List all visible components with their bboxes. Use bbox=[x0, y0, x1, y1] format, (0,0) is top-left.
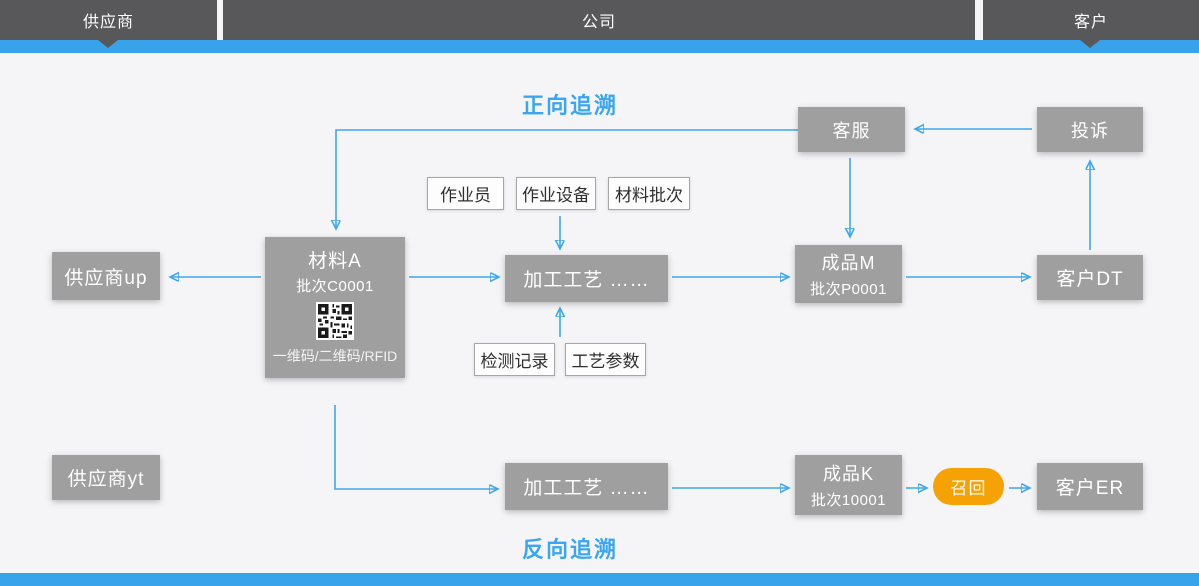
node-supplier-up-label: 供应商up bbox=[64, 267, 148, 289]
footer-accent-bar bbox=[0, 573, 1199, 586]
tag-operator-label: 作业员 bbox=[440, 186, 491, 205]
node-process-top: 加工工艺 …… bbox=[505, 255, 668, 302]
node-supplier-up: 供应商up bbox=[52, 252, 160, 300]
lane-company: 公司 bbox=[223, 0, 975, 40]
node-product-k-title: 成品K bbox=[822, 464, 874, 484]
recall-badge-label: 召回 bbox=[950, 479, 987, 498]
node-product-k-batch: 批次10001 bbox=[810, 492, 887, 509]
forward-trace-title: 正向追溯 bbox=[521, 93, 618, 118]
node-customer-er-label: 客户ER bbox=[1055, 478, 1125, 499]
node-material-a: 材料A 批次C0001 一维码/二 bbox=[265, 237, 405, 378]
arrow-material-to-process-bottom bbox=[334, 405, 498, 489]
node-material-a-code-caption: 一维码/二维码/RFID bbox=[272, 348, 398, 364]
tag-inspection-record: 检测记录 bbox=[474, 343, 555, 376]
node-customer-dt-label: 客户DT bbox=[1056, 269, 1124, 290]
backward-trace-title: 反向追溯 bbox=[521, 537, 618, 562]
header-accent-bar bbox=[0, 40, 1199, 53]
qr-code-icon bbox=[316, 302, 354, 340]
node-process-bottom: 加工工艺 …… bbox=[505, 463, 668, 510]
node-customer-er: 客户ER bbox=[1037, 463, 1143, 510]
node-process-bottom-label: 加工工艺 …… bbox=[523, 478, 650, 499]
lane-customer-label: 客户 bbox=[1073, 14, 1108, 31]
tag-operator: 作业员 bbox=[427, 177, 504, 210]
tag-material-batch-label: 材料批次 bbox=[615, 186, 683, 205]
node-supplier-yt: 供应商yt bbox=[52, 455, 160, 500]
recall-badge: 召回 bbox=[933, 468, 1004, 505]
node-material-a-batch: 批次C0001 bbox=[296, 278, 374, 295]
tag-equipment-label: 作业设备 bbox=[522, 186, 590, 205]
node-product-m: 成品M 批次P0001 bbox=[795, 245, 902, 303]
tag-inspection-record-label: 检测记录 bbox=[480, 352, 549, 371]
node-material-a-title: 材料A bbox=[308, 251, 362, 272]
node-product-k: 成品K 批次10001 bbox=[795, 455, 902, 515]
node-supplier-yt-label: 供应商yt bbox=[67, 469, 145, 490]
tag-process-params: 工艺参数 bbox=[565, 343, 646, 376]
lane-customer: 客户 bbox=[983, 0, 1199, 40]
node-complaint-label: 投诉 bbox=[1071, 120, 1109, 141]
tag-material-batch: 材料批次 bbox=[608, 177, 690, 210]
node-product-m-batch: 批次P0001 bbox=[810, 281, 887, 298]
lane-company-label: 公司 bbox=[581, 14, 616, 31]
lane-supplier-label: 供应商 bbox=[82, 14, 134, 31]
node-process-top-label: 加工工艺 …… bbox=[523, 270, 650, 291]
node-customer-dt: 客户DT bbox=[1037, 255, 1143, 300]
supplier-pointer-notch bbox=[98, 40, 118, 48]
customer-pointer-notch bbox=[1080, 40, 1100, 48]
tag-process-params-label: 工艺参数 bbox=[571, 352, 640, 371]
node-customer-service: 客服 bbox=[798, 107, 905, 152]
tag-equipment: 作业设备 bbox=[516, 177, 596, 210]
node-complaint: 投诉 bbox=[1037, 107, 1143, 152]
node-customer-service-label: 客服 bbox=[832, 120, 871, 141]
lane-supplier: 供应商 bbox=[0, 0, 217, 40]
node-product-m-title: 成品M bbox=[821, 253, 876, 273]
